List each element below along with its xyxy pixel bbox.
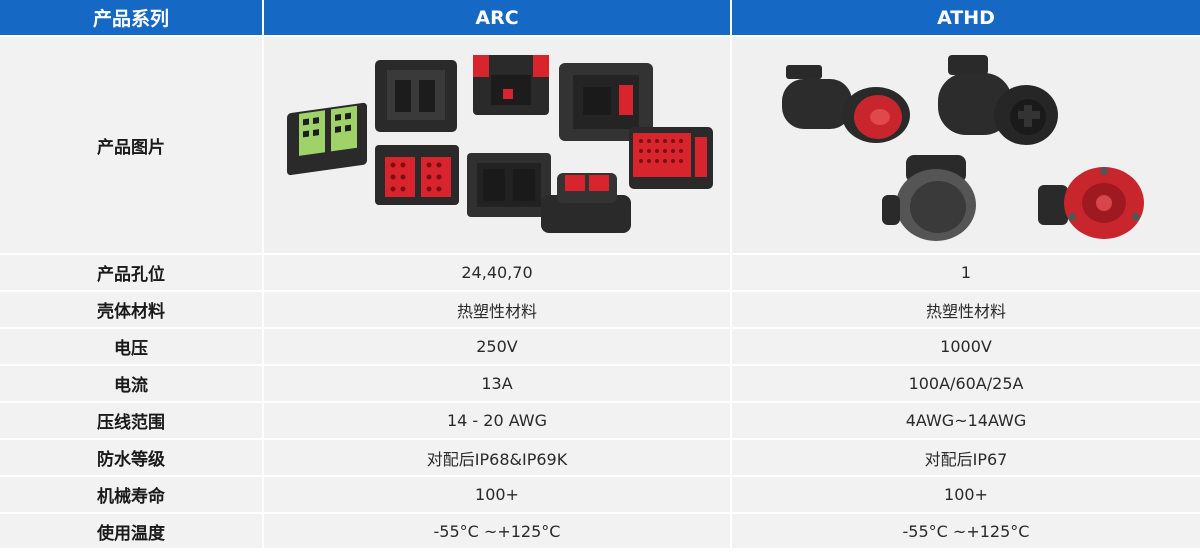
- arc-current: 13A: [264, 366, 732, 403]
- athd-current: 100A/60A/25A: [732, 366, 1200, 403]
- arc-waterproof-rating: 对配后IP68&IP69K: [264, 440, 732, 477]
- arc-housing-material: 热塑性材料: [264, 292, 732, 329]
- row-label-image: 产品图片: [0, 37, 264, 255]
- athd-connector-photo: [732, 37, 1200, 255]
- header-arc: ARC: [264, 0, 732, 37]
- row-label-housing-material: 壳体材料: [0, 292, 264, 329]
- arc-connectors-illustration: [287, 55, 713, 233]
- athd-waterproof-rating: 对配后IP67: [732, 440, 1200, 477]
- arc-connector-black-housing: [375, 60, 457, 132]
- athd-voltage: 1000V: [732, 329, 1200, 366]
- arc-pin-count: 24,40,70: [264, 255, 732, 292]
- header-series-label: 产品系列: [0, 0, 264, 37]
- athd-connectors-illustration: [782, 55, 1144, 241]
- athd-operating-temperature: -55°C ~+125°C: [732, 514, 1200, 550]
- arc-connector-green: [287, 102, 367, 176]
- athd-pin-count: 1: [732, 255, 1200, 292]
- arc-connector-black-rect: [467, 153, 551, 217]
- arc-connector-red-large: [629, 127, 713, 189]
- athd-connector-right-angle: [882, 155, 976, 241]
- row-label-waterproof-rating: 防水等级: [0, 440, 264, 477]
- athd-wire-range: 4AWG~14AWG: [732, 403, 1200, 440]
- arc-voltage: 250V: [264, 329, 732, 366]
- arc-wire-range: 14 - 20 AWG: [264, 403, 732, 440]
- arc-connector-panel-mount: [559, 63, 653, 141]
- arc-mechanical-life: 100+: [264, 477, 732, 514]
- arc-operating-temperature: -55°C ~+125°C: [264, 514, 732, 550]
- row-label-voltage: 电压: [0, 329, 264, 366]
- athd-connector-flange: [1038, 167, 1144, 239]
- header-athd: ATHD: [732, 0, 1200, 37]
- athd-connector-receptacle: [938, 55, 1058, 145]
- athd-mechanical-life: 100+: [732, 477, 1200, 514]
- row-label-mechanical-life: 机械寿命: [0, 477, 264, 514]
- row-label-pin-count: 产品孔位: [0, 255, 264, 292]
- arc-connector-red-caps: [473, 55, 549, 115]
- athd-connector-plug: [782, 65, 910, 143]
- arc-connector-flange-red: [541, 173, 631, 233]
- row-label-wire-range: 压线范围: [0, 403, 264, 440]
- row-label-operating-temperature: 使用温度: [0, 514, 264, 550]
- athd-housing-material: 热塑性材料: [732, 292, 1200, 329]
- arc-connector-photo: [264, 37, 732, 255]
- row-label-current: 电流: [0, 366, 264, 403]
- arc-connector-red-block: [375, 145, 459, 205]
